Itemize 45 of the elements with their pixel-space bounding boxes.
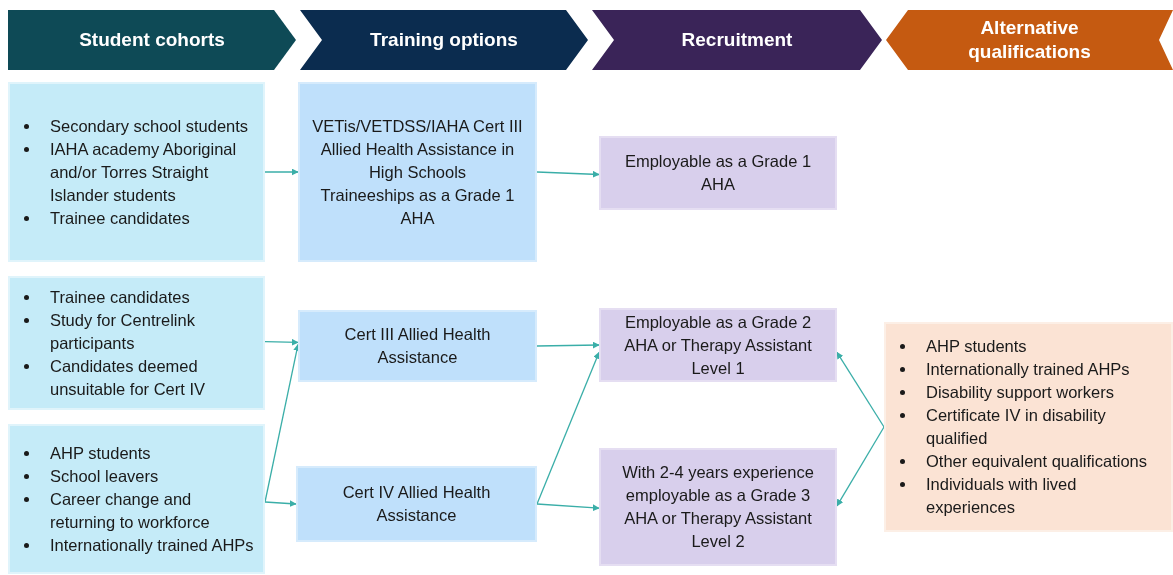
arrow [836, 351, 885, 428]
column-header: Training options [300, 10, 588, 70]
box-text: Employable as a Grade 1 AHA [623, 151, 813, 195]
arrow [264, 500, 297, 508]
column-header: Recruitment [592, 10, 882, 70]
arrow [536, 341, 600, 349]
arrow [536, 503, 600, 512]
bullet-item: Other equivalent qualifications [926, 451, 1148, 472]
bullet-item: Study for Centrelink participants [50, 309, 196, 354]
bullet-item: Trainee candidates [50, 207, 190, 229]
bullet-item: Career change and returning to workforce [50, 488, 211, 533]
training-box [298, 82, 537, 262]
arrow [264, 168, 299, 176]
training-box [296, 466, 537, 542]
bullet-item: Internationally trained AHPs [50, 534, 254, 556]
recruitment-box [599, 308, 837, 382]
cohort-box [8, 82, 265, 262]
box-text: VETis/VETDSS/IAHA Cert III Allied Health Assistance in High Schools [311, 115, 524, 183]
box-text: Cert III Allied Health Assistance [343, 324, 492, 368]
bullet-item: AHP students [50, 442, 151, 464]
recruitment-box [599, 448, 837, 566]
box-text: With 2-4 years experience employable as a Grade 3 AHA or Therapy Assistant Level 2 [621, 462, 815, 552]
bullet-item: School leavers [50, 465, 159, 487]
bullet-item: Candidates deemed unsuitable for Cert IV [50, 355, 206, 400]
column-header: Student cohorts [8, 10, 296, 70]
arrow [836, 426, 885, 507]
arrow [536, 170, 600, 178]
bullet-item: Disability support workers [926, 382, 1114, 403]
bullet-item: Certificate IV in disability qualified [926, 405, 1107, 449]
cohort-box [8, 424, 265, 574]
arrow [264, 338, 299, 346]
bullet-item: AHP students [926, 336, 1027, 357]
bullet-item: Trainee candidates [50, 286, 190, 308]
training-box [298, 310, 537, 382]
box-text: Traineeships as a Grade 1 AHA [319, 184, 516, 229]
recruitment-box [599, 136, 837, 210]
bullet-item: Internationally trained AHPs [926, 359, 1130, 380]
bullet-item: Secondary school students [50, 115, 249, 137]
bullet-item: IAHA academy Aboriginal and/or Torres Straight Islander students [50, 138, 238, 206]
bullet-item: Individuals with lived experiences [926, 474, 1078, 518]
qualifications-box [884, 322, 1173, 532]
box-text: Cert IV Allied Health Assistance [341, 482, 492, 526]
box-text: Employable as a Grade 2 AHA or Therapy Assistant Level 1 [623, 311, 813, 379]
cohort-box [8, 276, 265, 410]
column-header: Alternative qualifications [886, 10, 1173, 70]
